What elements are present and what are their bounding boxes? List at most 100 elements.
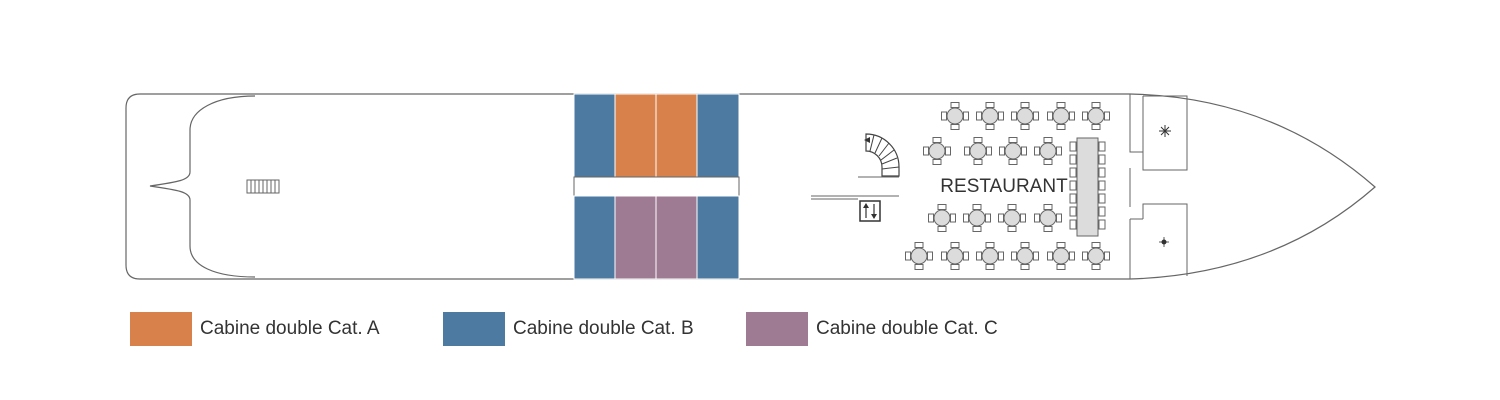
chair bbox=[932, 137, 942, 143]
chair bbox=[1008, 137, 1018, 143]
restaurant-tables bbox=[905, 102, 1110, 270]
chair bbox=[1056, 102, 1066, 108]
table-top bbox=[968, 209, 986, 227]
chair bbox=[985, 124, 995, 130]
chair bbox=[1091, 124, 1101, 130]
chair bbox=[1056, 213, 1062, 223]
chair bbox=[1011, 251, 1017, 261]
chair bbox=[963, 213, 969, 223]
round-table bbox=[999, 137, 1027, 165]
chair bbox=[985, 242, 995, 248]
round-table bbox=[941, 102, 969, 130]
round-table bbox=[963, 204, 991, 232]
legend-item-cat-a: Cabine double Cat. A bbox=[130, 312, 380, 346]
table-top bbox=[1016, 107, 1034, 125]
cabin-bottom-2[interactable] bbox=[614, 195, 657, 280]
cabin-bottom-3[interactable] bbox=[655, 195, 698, 280]
chair bbox=[963, 111, 969, 121]
chair bbox=[1020, 124, 1030, 130]
chair bbox=[1020, 242, 1030, 248]
round-table bbox=[1082, 102, 1110, 130]
chair bbox=[1007, 204, 1017, 210]
cabin-top-1[interactable] bbox=[573, 93, 616, 178]
legend-label-cat-b: Cabine double Cat. B bbox=[513, 318, 694, 339]
round-table bbox=[1011, 102, 1039, 130]
chair bbox=[1033, 251, 1039, 261]
table-top bbox=[1016, 247, 1034, 265]
round-table bbox=[976, 242, 1004, 270]
chair bbox=[985, 264, 995, 270]
table-top bbox=[1087, 107, 1105, 125]
chair bbox=[999, 146, 1005, 156]
round-table bbox=[1082, 242, 1110, 270]
table-top bbox=[946, 107, 964, 125]
chair bbox=[1008, 159, 1018, 165]
chair bbox=[1082, 111, 1088, 121]
cabin-bottom-4[interactable] bbox=[696, 195, 740, 280]
cabin-bottom-1[interactable] bbox=[573, 195, 616, 280]
round-table bbox=[1047, 102, 1075, 130]
chair bbox=[964, 146, 970, 156]
chair bbox=[950, 213, 956, 223]
chair bbox=[914, 242, 924, 248]
cabin-block bbox=[573, 93, 740, 280]
chair bbox=[1043, 159, 1053, 165]
cabin-top-2[interactable] bbox=[614, 93, 657, 178]
stairs-icon bbox=[864, 133, 900, 177]
chair bbox=[1056, 264, 1066, 270]
table-top bbox=[1004, 142, 1022, 160]
chair bbox=[945, 146, 951, 156]
chair bbox=[1104, 111, 1110, 121]
chair bbox=[986, 146, 992, 156]
legend-item-cat-c: Cabine double Cat. C bbox=[746, 312, 998, 346]
chair bbox=[1091, 102, 1101, 108]
round-table bbox=[1011, 242, 1039, 270]
chair bbox=[1011, 111, 1017, 121]
elevator-icon bbox=[859, 200, 881, 222]
cabin-top-3[interactable] bbox=[655, 93, 698, 178]
chair bbox=[985, 102, 995, 108]
chair bbox=[1043, 226, 1053, 232]
chair bbox=[998, 213, 1004, 223]
chair bbox=[1056, 124, 1066, 130]
chair bbox=[1104, 251, 1110, 261]
round-table bbox=[1034, 137, 1062, 165]
chair bbox=[973, 159, 983, 165]
round-table bbox=[1047, 242, 1075, 270]
table-top bbox=[969, 142, 987, 160]
legend-swatch-cat-a bbox=[130, 312, 192, 346]
chair bbox=[972, 226, 982, 232]
chair bbox=[1033, 111, 1039, 121]
buffet-table bbox=[1069, 137, 1106, 237]
round-table bbox=[964, 137, 992, 165]
cabin-corridor bbox=[573, 176, 740, 197]
chair bbox=[1069, 111, 1075, 121]
chair bbox=[914, 264, 924, 270]
round-table bbox=[905, 242, 933, 270]
chair bbox=[1034, 146, 1040, 156]
chair bbox=[1082, 251, 1088, 261]
round-table bbox=[998, 204, 1026, 232]
chair bbox=[972, 204, 982, 210]
legend-swatch-cat-b bbox=[443, 312, 505, 346]
chair bbox=[950, 102, 960, 108]
chair bbox=[1020, 213, 1026, 223]
chair bbox=[998, 111, 1004, 121]
chair bbox=[998, 251, 1004, 261]
chair bbox=[905, 251, 911, 261]
bow-rooms bbox=[1129, 94, 1188, 279]
chair bbox=[927, 251, 933, 261]
table-top bbox=[1087, 247, 1105, 265]
chair bbox=[1020, 264, 1030, 270]
chair bbox=[928, 213, 934, 223]
chair bbox=[976, 251, 982, 261]
chair bbox=[1020, 102, 1030, 108]
chair bbox=[923, 146, 929, 156]
gangway-icon bbox=[246, 179, 280, 194]
table-top bbox=[1052, 247, 1070, 265]
table-top bbox=[981, 107, 999, 125]
cabin-top-4[interactable] bbox=[696, 93, 740, 178]
round-table bbox=[941, 242, 969, 270]
table-top bbox=[910, 247, 928, 265]
chair bbox=[937, 226, 947, 232]
